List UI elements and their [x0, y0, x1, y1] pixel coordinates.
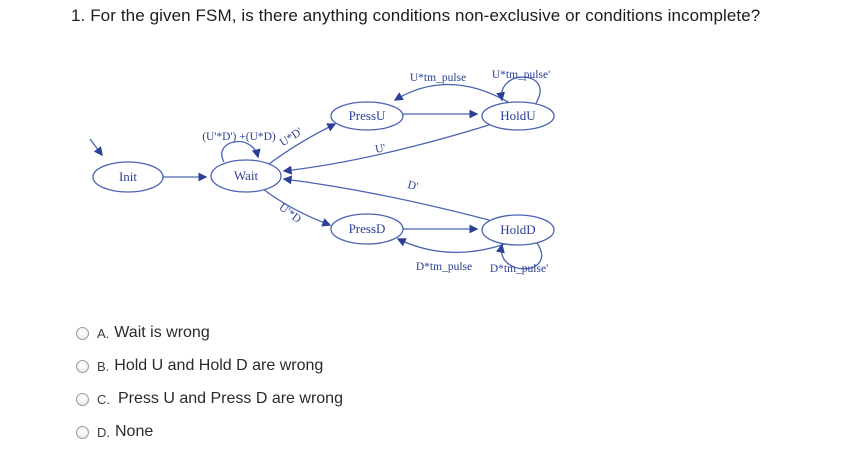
option-text-c[interactable]: Press U and Press D are wrong — [118, 390, 343, 407]
fsm-diagram: Init Wait PressU HoldU PressD HoldD (U'*… — [89, 69, 555, 275]
option-letter-c: C. — [97, 391, 110, 407]
state-label-holdd: HoldD — [500, 222, 535, 237]
edge-holdd-self-loop — [496, 242, 543, 270]
edge-holdd-to-pressd — [396, 238, 506, 254]
option-letter-a: A. — [97, 325, 110, 341]
state-label-holdu: HoldU — [500, 108, 536, 123]
state-label-pressu: PressU — [349, 108, 386, 123]
state-pressu — [330, 101, 404, 131]
option-text-d[interactable]: None — [115, 423, 154, 440]
edge-holdu-to-pressu — [393, 83, 509, 103]
edge-holdu-self-loop — [496, 76, 541, 104]
option-text-a[interactable]: Wait is wrong — [114, 324, 210, 341]
edge-label-holdu-self: U*tm_pulse' — [492, 69, 550, 81]
edge-label-holdu-to-wait: U' — [374, 142, 386, 156]
state-wait — [210, 159, 282, 193]
edge-holdd-to-wait — [282, 175, 490, 221]
state-label-wait: Wait — [234, 168, 259, 183]
state-holdu — [481, 101, 555, 131]
option-text-b[interactable]: Hold U and Hold D are wrong — [114, 357, 324, 374]
edge-label-wait-to-pressu: U*D' — [278, 126, 305, 149]
edge-label-holdd-to-pressd: D*tm_pulse — [416, 261, 472, 273]
radio-option-c[interactable] — [76, 392, 89, 406]
option-row-b: B. Hold U and Hold D are wrong — [76, 357, 323, 375]
edge-label-wait-to-pressd: U'*D — [276, 201, 303, 225]
edge-wait-self-loop — [221, 140, 261, 163]
edge-label-holdd-self: D*tm_pulse' — [490, 263, 548, 275]
edge-wait-to-pressd — [262, 188, 332, 227]
state-pressd — [330, 213, 404, 245]
radio-option-a[interactable] — [76, 326, 89, 340]
edge-label-holdu-to-pressu: U*tm_pulse — [410, 72, 466, 84]
question-text: 1. For the given FSM, is there anything … — [71, 6, 761, 25]
option-row-c: C. Press U and Press D are wrong — [76, 390, 343, 408]
edge-wait-to-pressu — [268, 123, 337, 165]
option-row-d: D. None — [76, 423, 153, 441]
state-init — [92, 161, 164, 193]
edge-label-holdd-to-wait: D' — [406, 179, 419, 193]
state-label-pressd: PressD — [349, 221, 386, 236]
option-letter-d: D. — [97, 424, 110, 440]
edge-holdu-to-wait — [282, 124, 490, 175]
radio-option-d[interactable] — [76, 425, 89, 439]
option-row-a: A. Wait is wrong — [76, 324, 210, 342]
radio-option-b[interactable] — [76, 359, 89, 373]
state-label-init: Init — [119, 169, 137, 184]
edge-label-wait-self: (U'*D') +(U*D) — [202, 131, 276, 143]
state-holdd — [481, 214, 555, 246]
edge-initial-arrow — [89, 138, 103, 157]
option-letter-b: B. — [97, 358, 110, 374]
